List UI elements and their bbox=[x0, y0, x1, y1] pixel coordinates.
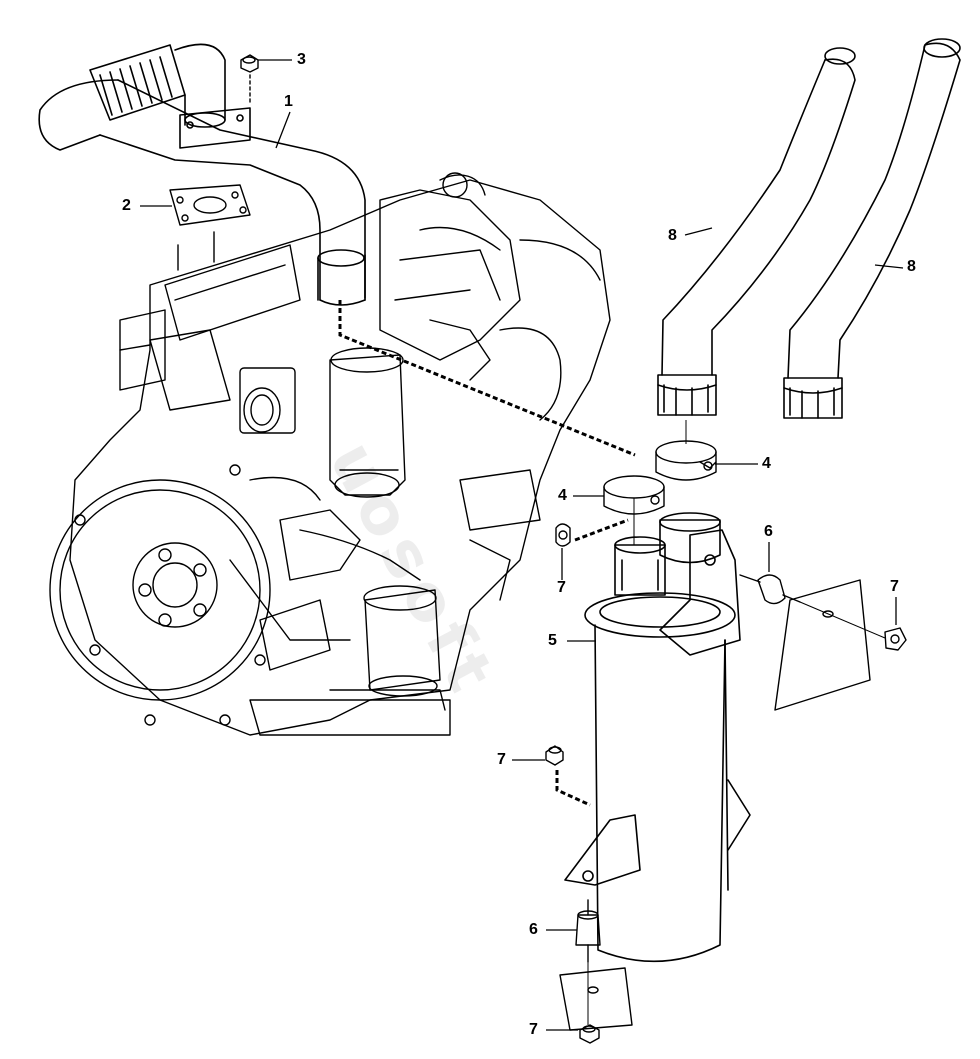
mounting-plate-bottom bbox=[559, 967, 633, 1031]
nut-flange bbox=[555, 523, 571, 547]
clamp-upper bbox=[655, 440, 717, 481]
exhaust-pipe bbox=[38, 43, 366, 306]
nut-bottom bbox=[579, 1024, 600, 1044]
engine-block bbox=[49, 172, 611, 736]
callout-8-left: 8 bbox=[668, 227, 677, 244]
callout-7-bottom: 7 bbox=[529, 1021, 538, 1038]
callout-7-flange: 7 bbox=[557, 579, 566, 596]
callout-6-upper: 6 bbox=[764, 523, 773, 540]
tailpipe-left bbox=[657, 47, 856, 416]
callout-7-mid: 7 bbox=[497, 751, 506, 768]
callout-7-right: 7 bbox=[890, 578, 899, 595]
nut bbox=[240, 54, 259, 106]
nut-mid bbox=[545, 745, 564, 766]
isolator-upper bbox=[739, 574, 801, 605]
isolator-lower bbox=[575, 899, 601, 963]
nut-right bbox=[884, 627, 907, 651]
callout-1: 1 bbox=[284, 93, 293, 110]
callout-4-lower: 4 bbox=[558, 487, 567, 504]
guide-lines bbox=[338, 300, 636, 807]
callout-3: 3 bbox=[297, 51, 306, 68]
callout-6-lower: 6 bbox=[529, 921, 538, 938]
muffler bbox=[564, 512, 751, 963]
callout-8-right: 8 bbox=[907, 258, 916, 275]
gasket bbox=[169, 184, 251, 271]
thin-guides bbox=[587, 420, 886, 1025]
callout-2: 2 bbox=[122, 197, 131, 214]
leader-lines bbox=[140, 59, 904, 1031]
mounting-plate-right bbox=[774, 579, 871, 711]
callout-4-upper: 4 bbox=[762, 455, 771, 472]
callout-5: 5 bbox=[548, 632, 557, 649]
tailpipe-right bbox=[783, 38, 961, 419]
